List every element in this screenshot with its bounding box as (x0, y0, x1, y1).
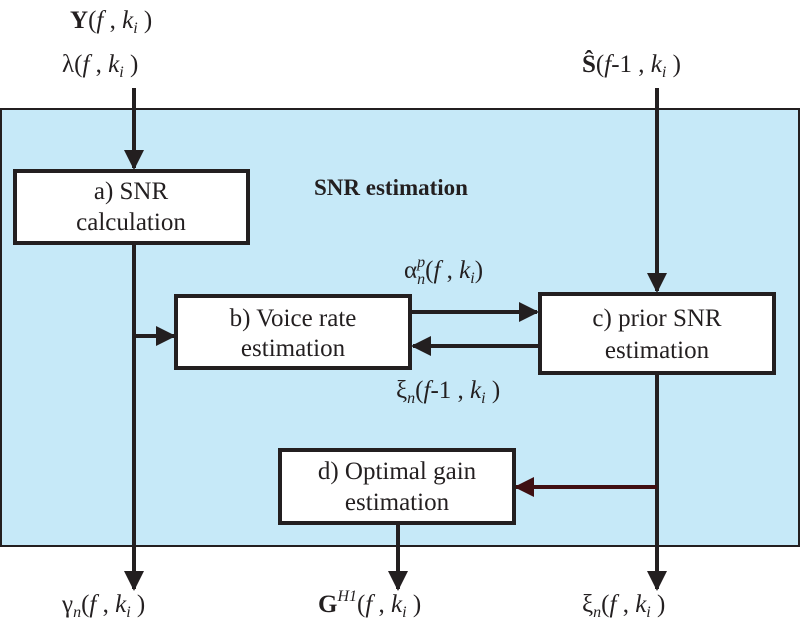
box-a-line1: a) SNR (94, 178, 169, 205)
box-b-line1: b) Voice rate (230, 305, 357, 332)
region-title: SNR estimation (314, 175, 468, 200)
box-prior-snr-estimation: c) prior SNR estimation (538, 292, 776, 375)
box-a-line2: calculation (76, 209, 186, 236)
box-c-line1: c) prior SNR (592, 305, 721, 332)
signal-gamma: γn(f , ki ) (61, 591, 145, 621)
box-d-line2: estimation (345, 489, 450, 516)
box-b-line2: estimation (241, 335, 346, 362)
signal-S-hat: Ŝ(f-1 , ki ) (582, 49, 681, 81)
signal-lambda: λ(f , ki ) (62, 51, 138, 81)
box-voice-rate-estimation: b) Voice rate estimation (174, 294, 412, 370)
box-c-line2: estimation (605, 337, 710, 364)
box-optimal-gain-estimation: d) Optimal gain estimation (278, 448, 516, 525)
connectors (124, 88, 667, 591)
signal-xi-prev: ξn(f-1 , ki ) (396, 377, 500, 407)
signal-G: GH1(f , ki ) (318, 588, 421, 621)
box-snr-calculation: a) SNR calculation (13, 169, 250, 245)
signal-Y: Y(f , ki ) (70, 7, 152, 37)
box-d-line1: d) Optimal gain (318, 458, 477, 485)
signal-xi: ξn(f , ki ) (582, 591, 665, 621)
